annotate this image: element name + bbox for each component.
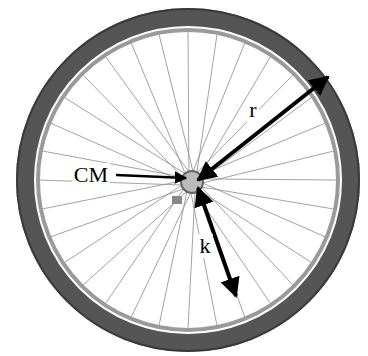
gyration-arrow: [198, 188, 236, 296]
spoke: [131, 191, 192, 318]
spoke: [199, 56, 271, 177]
spokes: [39, 31, 337, 329]
spoke: [39, 180, 184, 185]
spoke: [105, 56, 190, 173]
spoke: [200, 187, 334, 209]
spoke: [42, 181, 183, 209]
spoke: [159, 190, 187, 326]
tire: [25, 17, 351, 343]
spoke: [201, 97, 312, 180]
spoke: [50, 188, 185, 237]
spoke: [192, 42, 245, 173]
spoke: [201, 151, 334, 183]
spoke: [83, 190, 189, 285]
spoke: [200, 179, 337, 180]
spoke: [188, 31, 190, 174]
spoke: [64, 184, 183, 263]
rim: [38, 30, 338, 330]
part-label: r: [247, 98, 258, 122]
spoke: [42, 151, 184, 177]
spoke: [191, 191, 217, 326]
part-label: k: [198, 234, 213, 258]
spoke: [105, 187, 185, 304]
tire-edge: [17, 9, 359, 351]
spoke: [196, 75, 294, 174]
spoke: [197, 189, 312, 263]
spoke: [188, 190, 195, 329]
radius-arrow: [198, 77, 328, 180]
hub-part: [172, 196, 182, 204]
spoke: [197, 34, 217, 174]
spoke: [198, 189, 245, 318]
part-label: CM: [72, 163, 110, 187]
spoke: [50, 123, 183, 182]
leader-arrow: [116, 175, 186, 178]
